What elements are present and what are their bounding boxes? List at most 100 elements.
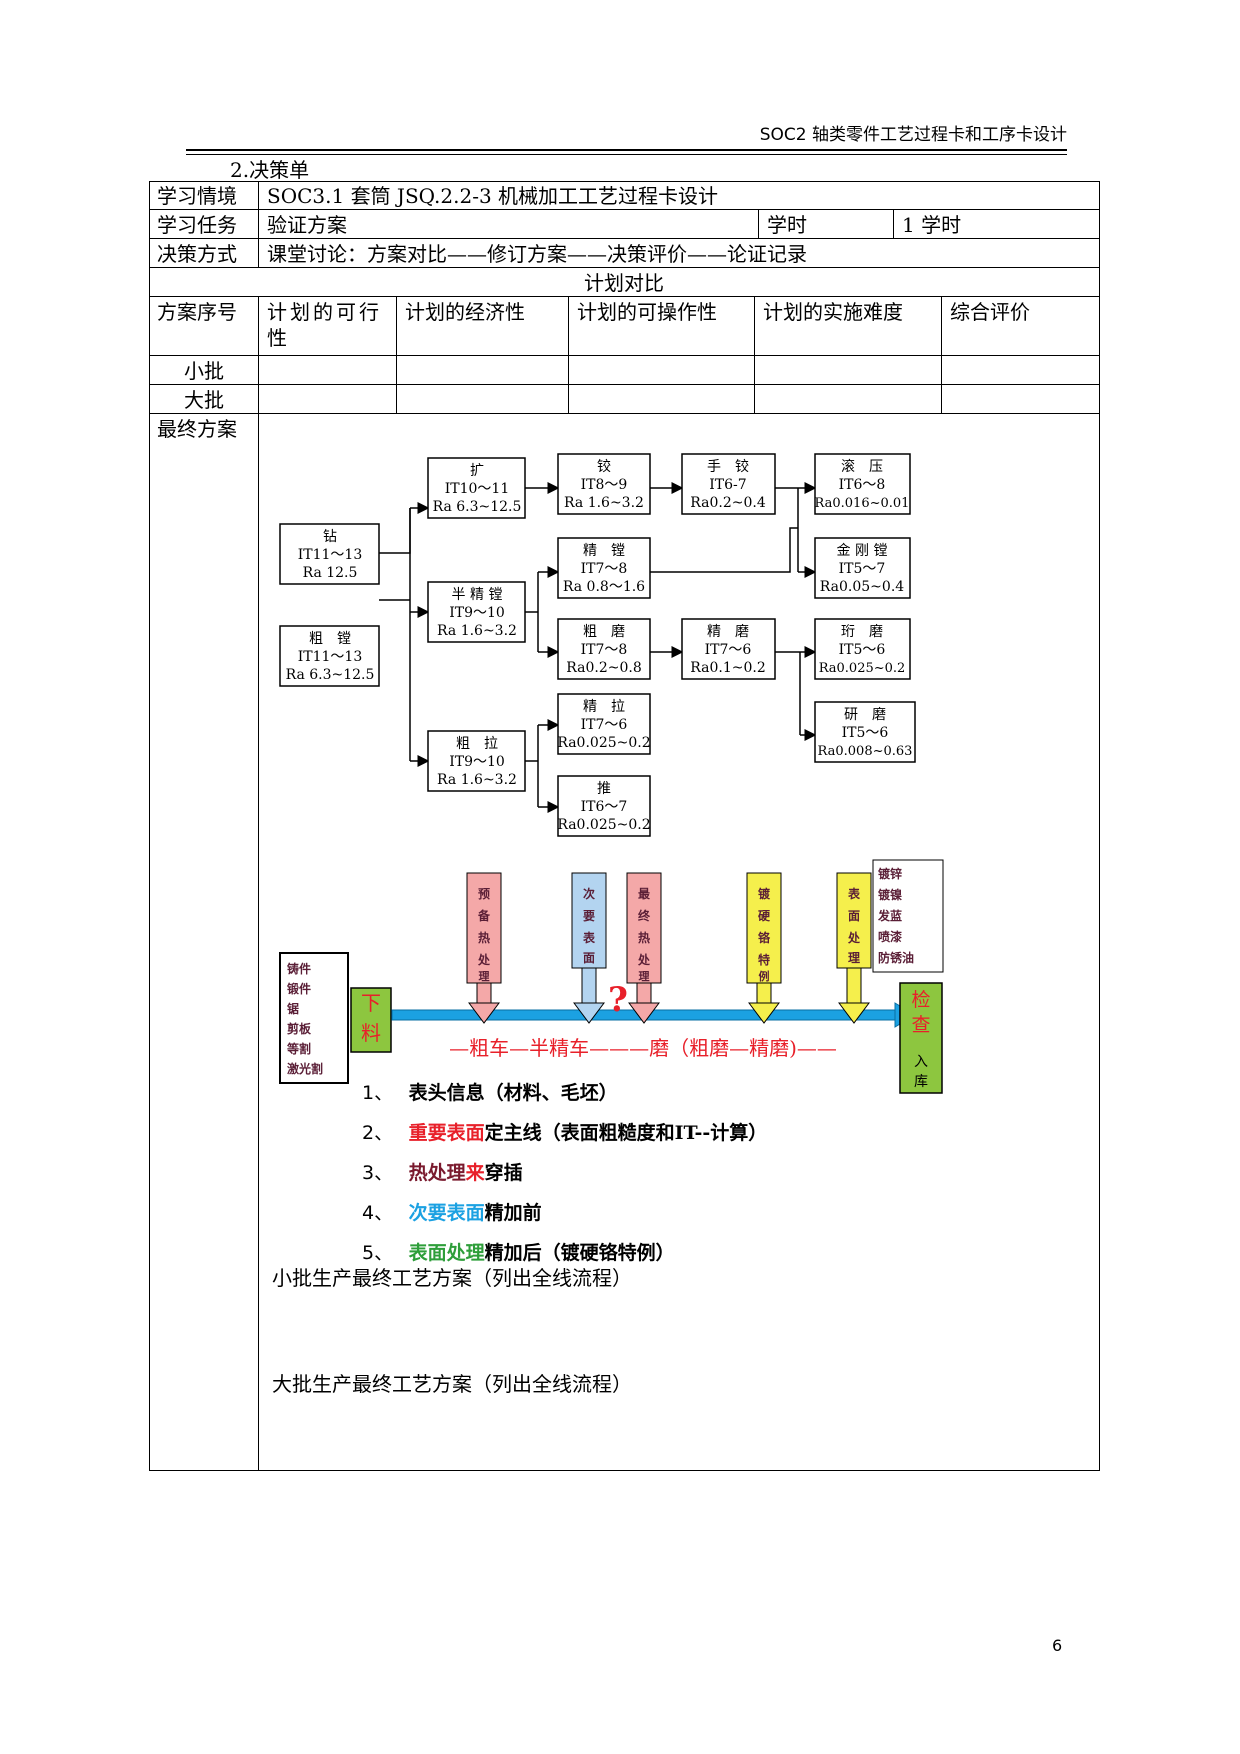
surface-c3: 处 [847, 930, 861, 945]
node-banjingtang-ra: Ra 1.6~3.2 [437, 623, 517, 639]
node-jingla-name: 精 拉 [583, 699, 625, 715]
row-label-small-batch: 小批 [184, 359, 224, 383]
value-situation: SOC3.1 套筒 JSQ.2.2-3 机械加工工艺过程卡设计 [267, 184, 719, 208]
table-border-bottom [149, 1470, 1100, 1471]
label-method: 决策方式 [157, 242, 237, 266]
marker-secondary [571, 872, 607, 969]
col-line [396, 297, 397, 414]
node-cula-ra: Ra 1.6~3.2 [437, 772, 517, 788]
small-batch-plan: 小批生产最终工艺方案（列出全线流程） [272, 1266, 632, 1290]
node-kuo-name: 扩 [470, 463, 484, 479]
note-2: 2、 重要表面定主线（表面粗糙度和IT--计算） [362, 1113, 962, 1153]
blank-source-5: 激光割 [287, 1061, 323, 1076]
node-box-yanmo [814, 701, 916, 763]
node-tui-ra: Ra0.025~0.2 [557, 817, 650, 833]
node-cula-name: 粗 拉 [456, 736, 498, 752]
note-4: 4、 次要表面精加前 [362, 1193, 962, 1233]
node-jingmo-name: 精 磨 [707, 624, 749, 640]
node-tui-name: 推 [597, 781, 611, 797]
col-line [893, 210, 894, 238]
row-line [149, 209, 1100, 210]
header-title: SOC2 轴类零件工艺过程卡和工序卡设计 [759, 125, 1067, 145]
start-label-1: 下 [361, 991, 381, 1015]
node-jingtang-it: IT7～8 [581, 561, 628, 577]
note-1-text: 表头信息（材料、毛坯） [408, 1082, 618, 1104]
marker-final-heat-head [628, 1002, 660, 1024]
col-line [258, 181, 259, 268]
surface-options-box [872, 859, 944, 973]
note-3: 3、 热处理来穿插 [362, 1153, 962, 1193]
node-box-zuan [279, 523, 380, 585]
final-heat-c4: 处 [637, 952, 651, 967]
node-box-gunya [814, 453, 911, 515]
node-box-jiao [557, 453, 651, 515]
row-line [149, 267, 1100, 268]
node-box-jingtang [557, 537, 651, 599]
node-jingla-ra: Ra0.025~0.2 [557, 735, 650, 751]
process-tree-diagram: 钻 IT11～13 Ra 12.5 粗 镗 IT11～13 Ra 6.3~12.… [279, 453, 916, 837]
final-heat-c1: 最 [638, 887, 651, 901]
pre-heat-c3: 热 [478, 930, 490, 945]
marker-chrome-shaft [756, 982, 772, 1004]
note-1-num: 1、 [362, 1082, 394, 1104]
node-yanmo-name: 研 磨 [844, 707, 886, 723]
header-rule-thin [186, 154, 1067, 155]
marker-surface-shaft [846, 967, 862, 1004]
col-header-operability: 计划的可操作性 [577, 300, 717, 324]
node-kuo-it: IT10～11 [445, 481, 510, 497]
label-task: 学习任务 [157, 213, 237, 237]
table-border-right [1099, 181, 1100, 1471]
note-5-part-1: 表面处理 [408, 1242, 485, 1264]
note-4-part-1: 次要表面 [408, 1202, 485, 1224]
node-cumo-ra: Ra0.2~0.8 [566, 660, 641, 676]
node-tui-it: IT6～7 [581, 799, 628, 815]
process-flow-diagram: 铸件 锻件 锯 剪板 等割 激光割 下 料 预 备 热 处 理 次 要 表 面 … [279, 859, 944, 1094]
blank-source-2: 锯 [287, 1001, 299, 1016]
end-top-1: 检 [911, 989, 930, 1011]
node-jiao-it: IT8～9 [581, 477, 628, 493]
node-cutang-it: IT11～13 [298, 649, 363, 665]
node-jingangtang-name: 金 刚 镗 [837, 543, 888, 559]
marker-secondary-head [573, 1002, 605, 1024]
row-line [149, 238, 1100, 239]
value-hours: 1 学时 [902, 213, 962, 237]
marker-chrome [746, 872, 782, 984]
marker-pre-heat-head [468, 1002, 500, 1024]
node-banjingtang-name: 半 精 镗 [452, 587, 503, 603]
col-header-feasibility: 计划的可行性 [267, 300, 382, 350]
end-box [899, 982, 943, 1094]
plan-compare-title: 计划对比 [584, 271, 664, 295]
pre-heat-c4: 处 [477, 952, 491, 967]
node-yanmo-ra: Ra0.008~0.63 [818, 744, 913, 759]
label-situation: 学习情境 [157, 184, 237, 208]
chrome-c4: 特 [758, 952, 770, 967]
marker-final-heat [626, 872, 662, 984]
node-jingtang-name: 精 镗 [583, 543, 625, 559]
node-box-tui [557, 775, 651, 837]
marker-chrome-head [748, 1002, 780, 1024]
col-header-economy: 计划的经济性 [405, 300, 525, 324]
note-3-num: 3、 [362, 1162, 394, 1184]
pre-heat-c5: 理 [479, 970, 490, 983]
node-hengmo-name: 珩 磨 [841, 624, 883, 640]
row-line [149, 413, 1100, 414]
node-jingmo-ra: Ra0.1~0.2 [690, 660, 765, 676]
row-line [149, 384, 1100, 385]
chrome-c3: 铬 [758, 930, 771, 945]
question-mark: ? [608, 980, 628, 1020]
blank-source-box [279, 952, 349, 1084]
row-line [149, 296, 1100, 297]
col-header-evaluation: 综合评价 [950, 300, 1030, 324]
chrome-c1: 镀 [758, 886, 771, 901]
label-hours: 学时 [767, 213, 807, 237]
row-line [149, 355, 1100, 356]
blank-source-1: 锻件 [287, 981, 311, 996]
final-heat-c5: 理 [639, 970, 650, 983]
secondary-c1: 次 [583, 886, 595, 901]
note-1: 1、 表头信息（材料、毛坯） [362, 1073, 962, 1113]
node-cutang-ra: Ra 6.3~12.5 [286, 667, 375, 683]
node-hengmo-ra: Ra0.025~0.2 [819, 661, 906, 676]
end-top-2: 查 [911, 1014, 930, 1036]
node-yanmo-it: IT5～6 [842, 725, 889, 741]
decision-table: 学习情境 SOC3.1 套筒 JSQ.2.2-3 机械加工工艺过程卡设计 学习任… [149, 181, 1100, 1471]
